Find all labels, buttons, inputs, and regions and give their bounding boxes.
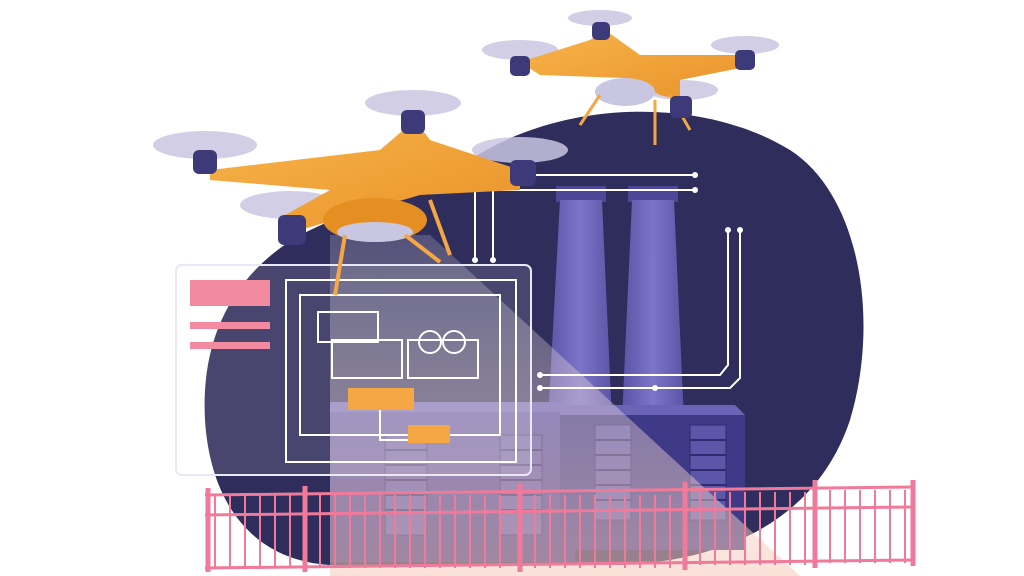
drone-icon bbox=[153, 90, 568, 296]
dashboard-panel-icon bbox=[175, 264, 532, 476]
circuit-lines-icon bbox=[474, 174, 741, 389]
drone-icon bbox=[482, 10, 779, 145]
fence-icon bbox=[204, 480, 916, 572]
circuit-nodes bbox=[472, 172, 743, 391]
